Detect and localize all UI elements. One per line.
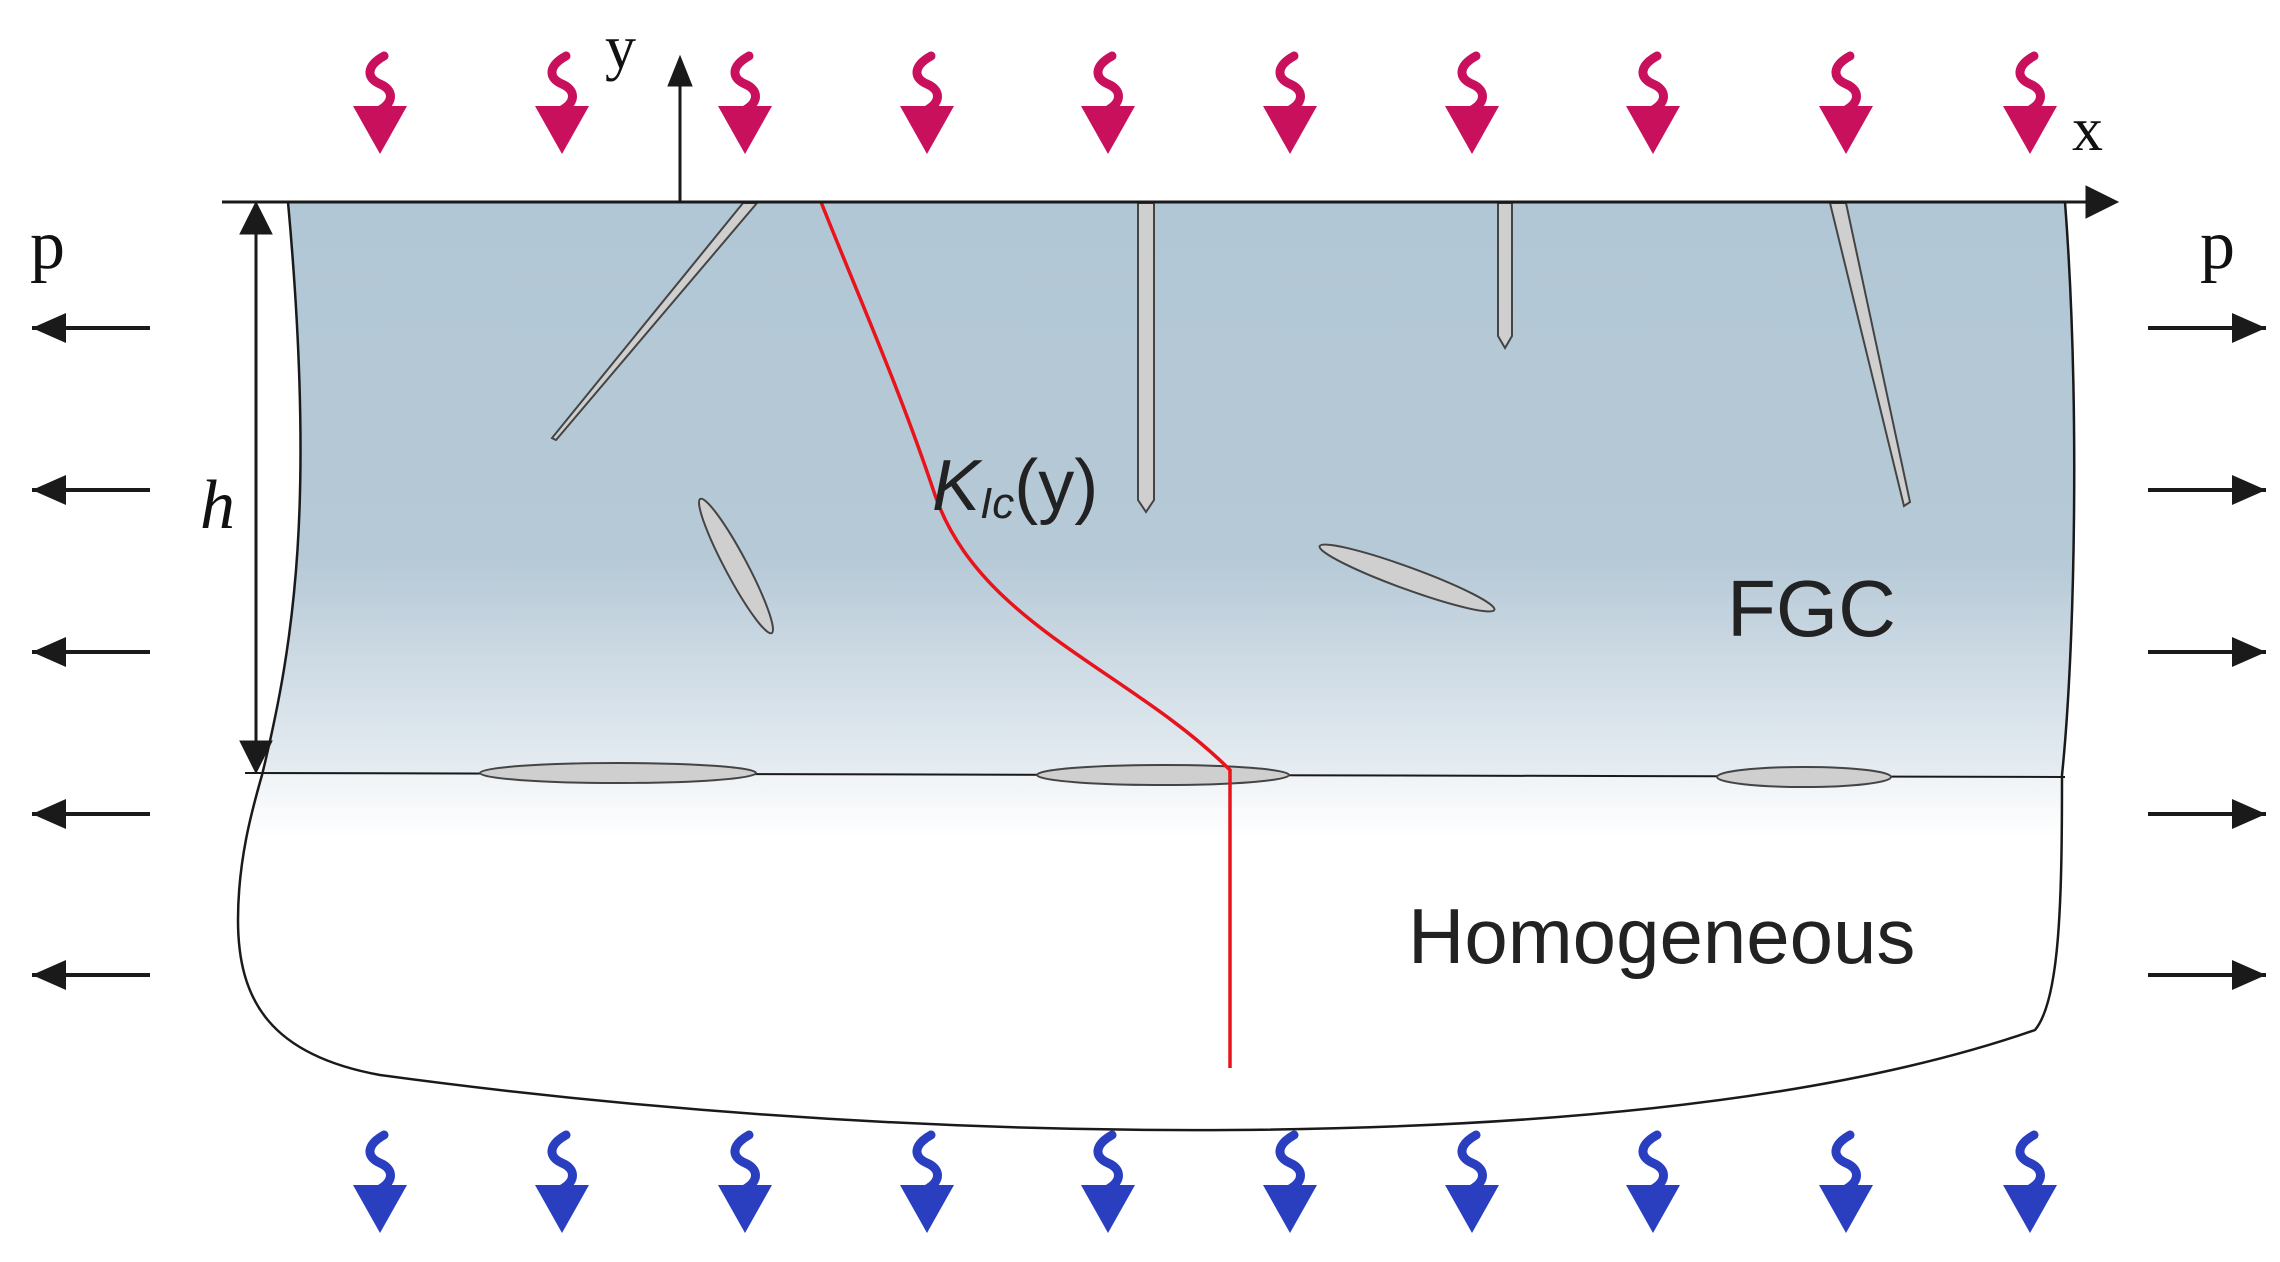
top-heat-arrow-3 [718, 51, 772, 154]
top-heat-arrow-1 [353, 51, 407, 154]
coordinate-axes [222, 54, 2120, 219]
right-load-arrow-4 [2148, 799, 2266, 829]
right-load-arrows [2148, 313, 2266, 990]
top-heat-arrow-7 [1445, 51, 1499, 154]
toughness-label: KIc(y) [932, 446, 1098, 528]
toughness-argument: (y) [1014, 446, 1098, 526]
right-load-arrow-5 [2148, 960, 2266, 990]
left-load-arrow-4 [32, 799, 150, 829]
toughness-subscript: Ic [980, 479, 1014, 528]
left-load-arrows [32, 313, 150, 990]
top-heat-arrow-9 [1819, 51, 1873, 154]
thickness-arrow-down [239, 740, 273, 775]
left-load-arrow-3 [32, 637, 150, 667]
bottom-heat-arrow-6 [1263, 1130, 1317, 1233]
bottom-heat-arrow-5 [1081, 1130, 1135, 1233]
top-heat-arrow-10 [2003, 51, 2057, 154]
fgc-fill [238, 202, 2075, 775]
specimen-outline [236, 201, 2076, 1132]
inclined-ellipse-crack-left [698, 497, 774, 635]
homogeneous-label: Homogeneous [1408, 892, 1915, 980]
bottom-heat-arrow-3 [718, 1130, 772, 1233]
top-heat-arrow-4 [900, 51, 954, 154]
thickness-arrow-up [239, 200, 273, 235]
bottom-heat-arrow-9 [1819, 1130, 1873, 1233]
vertical-crack-long [1137, 202, 1155, 514]
bottom-heat-arrow-8 [1626, 1130, 1680, 1233]
interface-crack-1 [479, 762, 757, 784]
vertical-crack-short [1497, 202, 1513, 350]
thickness-dimension [239, 200, 273, 775]
toughness-symbol: K [932, 446, 983, 526]
right-load-arrow-3 [2148, 637, 2266, 667]
top-heat-arrow-2 [535, 51, 589, 154]
inclined-ellipse-crack-right [1318, 543, 1496, 613]
bottom-heat-arrow-7 [1445, 1130, 1499, 1233]
y-axis-arrowhead [667, 54, 693, 87]
surface-cracks [550, 202, 1912, 514]
top-heat-arrow-5 [1081, 51, 1135, 154]
embedded-cracks [479, 497, 1892, 788]
bottom-heat-arrow-10 [2003, 1130, 2057, 1233]
x-axis-arrowhead [2085, 185, 2120, 219]
y-axis-label: y [605, 14, 636, 82]
fgc-label: FGC [1727, 564, 1896, 653]
left-load-arrow-1 [32, 313, 150, 343]
interface-crack-3 [1716, 766, 1892, 788]
bottom-heat-arrow-4 [900, 1130, 954, 1233]
top-heat-arrow-8 [1626, 51, 1680, 154]
bottom-heat-arrow-1 [353, 1130, 407, 1233]
top-heat-arrows [353, 51, 2057, 154]
toughness-curve [819, 201, 1232, 1068]
right-load-arrow-1 [2148, 313, 2266, 343]
left-load-arrow-2 [32, 475, 150, 505]
interface-crack-2 [1036, 764, 1290, 786]
x-axis-label: x [2072, 96, 2103, 164]
right-load-arrow-2 [2148, 475, 2266, 505]
left-load-arrow-5 [32, 960, 150, 990]
left-load-label: p [30, 207, 65, 284]
bottom-heat-arrow-2 [535, 1130, 589, 1233]
thickness-label: h [200, 467, 235, 544]
bottom-heat-arrows [353, 1130, 2057, 1233]
right-load-label: p [2200, 207, 2235, 284]
top-heat-arrow-6 [1263, 51, 1317, 154]
